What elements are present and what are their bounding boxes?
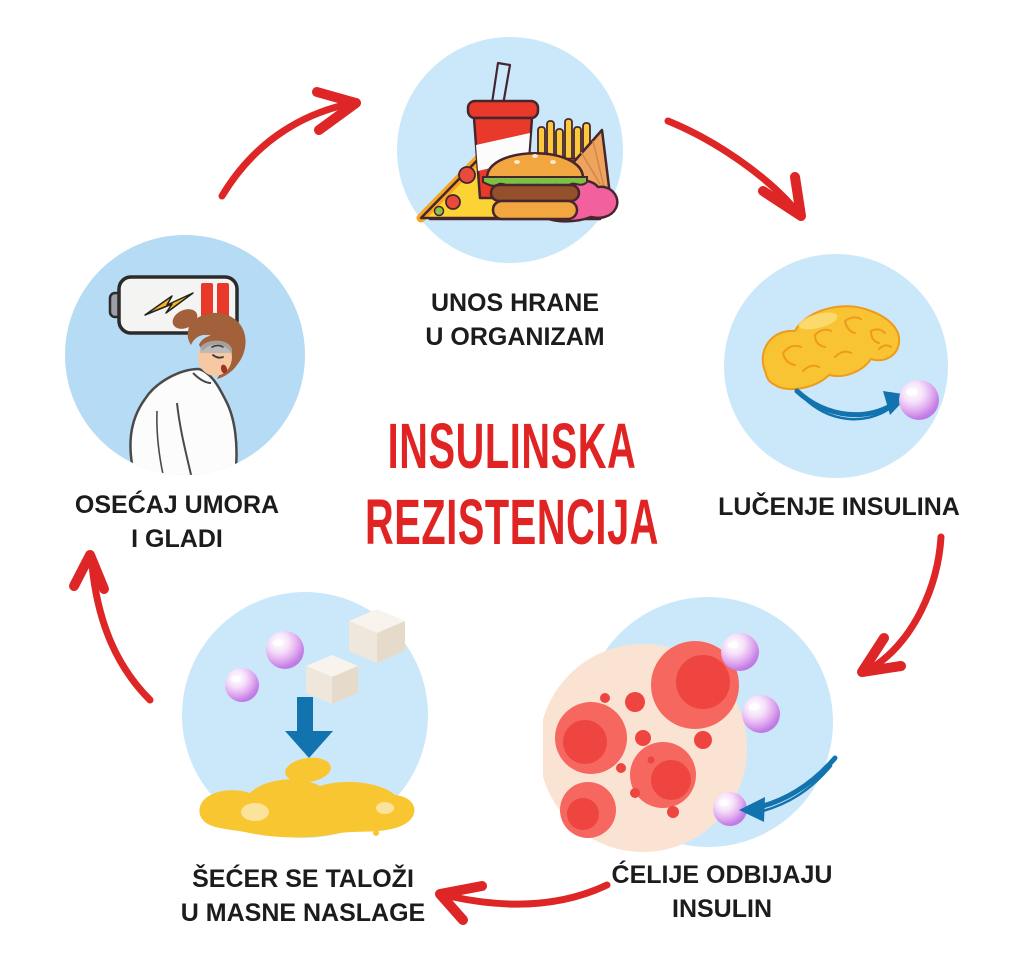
cycle-arrow-insulin-to-cells — [857, 533, 945, 677]
tired-person-icon — [129, 309, 246, 475]
page-title: INSULINSKA REZISTENCIJA — [365, 408, 659, 560]
label-cells: ĆELIJE ODBIJAJU INSULIN — [611, 861, 833, 923]
cells-reject-insulin-icon — [543, 633, 838, 852]
stage-circle-insulin — [724, 254, 948, 478]
cycle-arrow-cells-to-sugar — [435, 881, 611, 925]
burger-icon — [482, 152, 588, 221]
cycle-arrow-tired-to-food — [218, 87, 361, 200]
stage-circle-tired — [65, 235, 305, 475]
stage-circle-sugar — [182, 592, 428, 838]
insulin-molecule-icon — [713, 633, 780, 826]
cell-cluster-icon — [543, 641, 747, 852]
low-battery-tired-person-icon — [108, 275, 246, 475]
label-insulin: LUČENJE INSULINA — [718, 493, 960, 521]
sugar-to-fat-icon — [199, 609, 415, 838]
insulin-molecule-icon — [225, 631, 304, 702]
label-food: UNOS HRANE U ORGANIZAM — [425, 289, 605, 351]
insulin-molecule-icon — [899, 380, 939, 420]
reject-arrow-icon — [739, 755, 838, 822]
stage-circle-cells — [543, 597, 838, 852]
sugar-cube-icon — [306, 609, 405, 704]
page-title-line1: INSULINSKA — [387, 410, 637, 482]
fast-food-icon: ★ — [416, 61, 619, 223]
label-tired: OSEĆAJ UMORA I GLADI — [74, 491, 280, 553]
stage-circle-food: ★ — [397, 37, 623, 263]
cycle-arrow-food-to-insulin — [664, 117, 806, 221]
deposit-arrow-icon — [285, 697, 333, 758]
label-sugar: ŠEĆER SE TALOŽI U MASNE NASLAGE — [180, 865, 426, 927]
fat-blob-icon — [199, 757, 415, 838]
pancreas-insulin-icon — [761, 305, 939, 421]
cycle-arrow-sugar-to-tired — [69, 550, 154, 704]
page-title-line2: REZISTENCIJA — [364, 486, 660, 558]
pancreas-icon — [761, 305, 901, 391]
